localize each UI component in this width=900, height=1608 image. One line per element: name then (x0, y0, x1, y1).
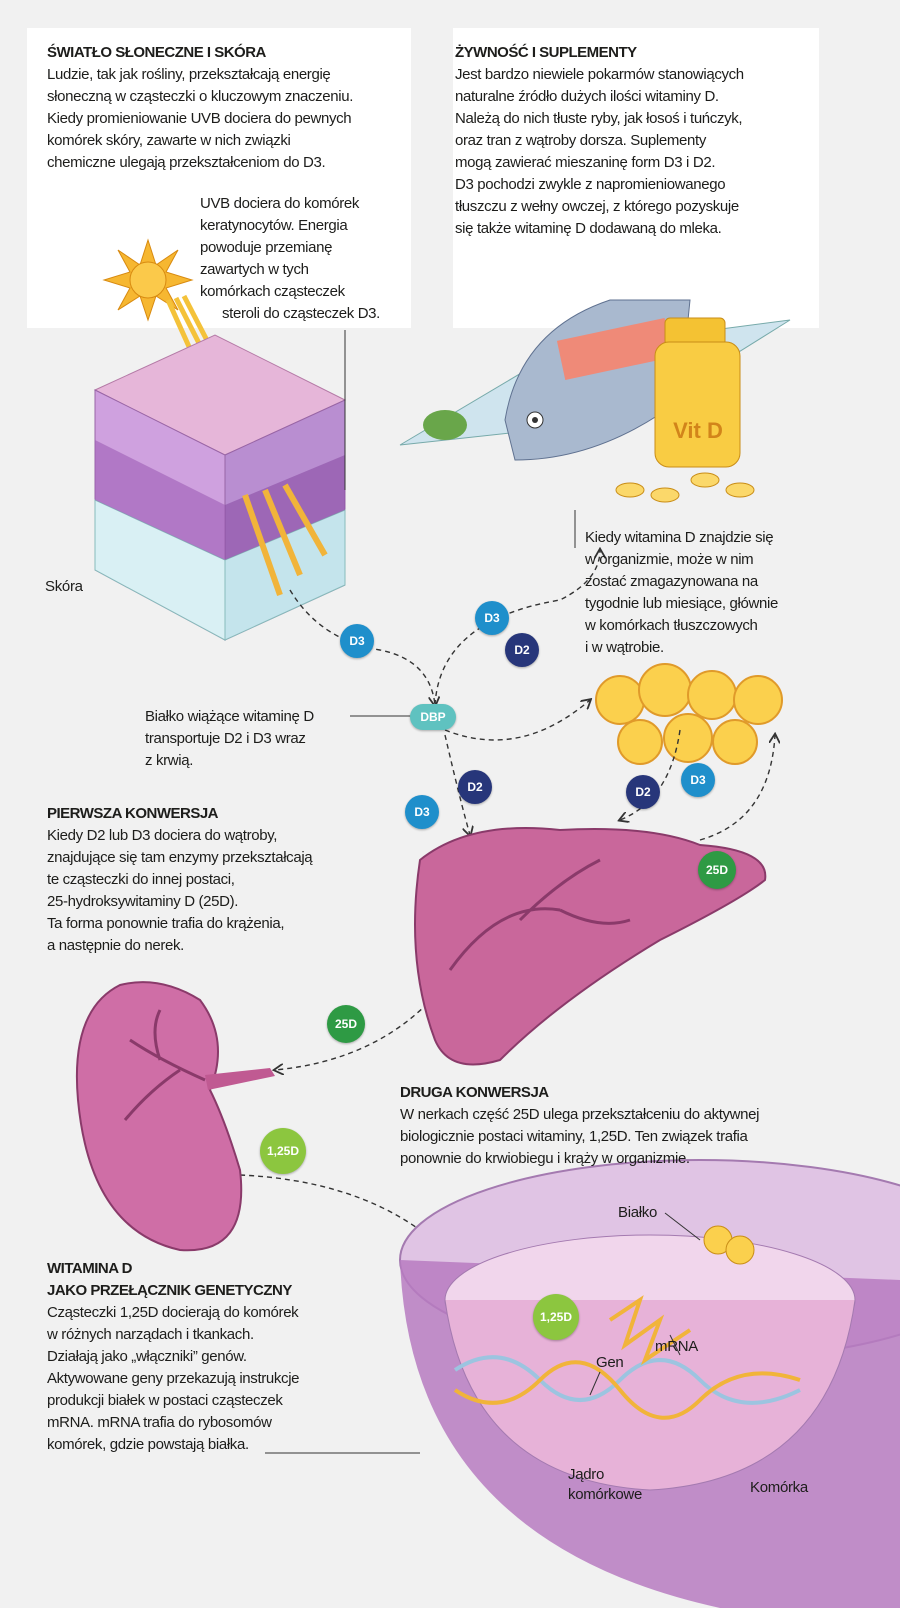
text-line: W nerkach część 25D ulega przekształceni… (400, 1106, 760, 1123)
text-line: Aktywowane geny przekazują instrukcje (47, 1370, 300, 1387)
nucleus-label-line: Jądro (568, 1466, 605, 1483)
d2-badge: D2 (626, 775, 660, 809)
liver (414, 827, 767, 1066)
text-line: a następnie do nerek. (47, 937, 184, 954)
text-line: ponownie do krwiobiegu i krąży w organiz… (400, 1150, 690, 1167)
text-line: Ta forma ponownie trafia do krążenia, (47, 915, 285, 932)
second-conversion-text: DRUGA KONWERSJA W nerkach część 25D uleg… (400, 1082, 759, 1170)
125d-badge: 1,25D (533, 1294, 579, 1340)
text-line: Kiedy D2 lub D3 dociera do wątroby, (47, 827, 278, 844)
text-line: produkcji białek w postaci cząsteczek (47, 1392, 283, 1409)
text-line: Należą do nich tłuste ryby, jak łosoś i … (455, 110, 743, 127)
text-line: tłuszczu z wełny owczej, z którego pozys… (455, 198, 739, 215)
text-line: oraz tran z wątroby dorsza. Suplementy (455, 132, 706, 149)
protein-icon (703, 1225, 755, 1265)
text-line: w różnych narządach i tkankach. (47, 1326, 254, 1343)
text-line: keratynocytów. Energia (200, 217, 348, 234)
text-line: UVB dociera do komórek (200, 195, 360, 212)
text-line: słoneczną w cząsteczki o kluczowym znacz… (47, 88, 354, 105)
text-line: mogą zawierać mieszaninę form D3 i D2. (455, 154, 716, 171)
text-line: tygodnie lub miesiące, głównie (585, 595, 778, 612)
genetic-switch-title-1: WITAMINA D (47, 1260, 132, 1277)
storage-text: Kiedy witamina D znajdzie się w organizm… (585, 527, 778, 659)
genetic-switch-text: WITAMINA D JAKO PRZEŁĄCZNIK GENETYCZNY C… (47, 1258, 300, 1456)
sun-skin-panel (27, 28, 411, 328)
uvb-annotation: UVB dociera do komórek keratynocytów. En… (200, 193, 380, 325)
text-line: w komórkach tłuszczowych (585, 617, 758, 634)
d2-badge: D2 (458, 770, 492, 804)
text-line: zawartych w tych (200, 261, 309, 278)
protein-label: Białko (618, 1204, 658, 1221)
dbp-text: Białko wiążące witaminę D transportuje D… (145, 706, 314, 772)
text-line: Białko wiążące witaminę D (145, 708, 314, 725)
text-line: steroli do cząsteczek D3. (222, 305, 380, 322)
text-line: chemiczne ulegają przekształceniom do D3… (47, 154, 326, 171)
skin-block (93, 334, 347, 641)
text-line: w organizmie, może w nim (585, 551, 754, 568)
text-line: powoduje przemianę (200, 239, 333, 256)
d3-badge: D3 (475, 601, 509, 635)
skin-label: Skóra (45, 578, 83, 595)
vitamin-d-bottle (615, 317, 755, 503)
dbp-badge: DBP (410, 704, 456, 730)
text-line: D3 pochodzi zwykle z napromieniowanego (455, 176, 726, 193)
genetic-switch-title-2: JAKO PRZEŁĄCZNIK GENETYCZNY (47, 1282, 292, 1299)
text-line: Ludzie, tak jak rośliny, przekształcają … (47, 66, 331, 83)
text-line: komórkach cząsteczek (200, 283, 345, 300)
text-line: Działają jako „włączniki” genów. (47, 1348, 247, 1365)
food-title: ŻYWNOŚĆ I SUPLEMENTY (455, 44, 637, 61)
text-line: naturalne źródło dużych ilości witaminy … (455, 88, 719, 105)
sun-skin-title: ŚWIATŁO SŁONECZNE I SKÓRA (47, 44, 266, 61)
text-line: te cząsteczki do innej postaci, (47, 871, 235, 888)
text-line: i w wątrobie. (585, 639, 664, 656)
first-conversion-text: PIERWSZA KONWERSJA Kiedy D2 lub D3 docie… (47, 803, 313, 957)
d2-badge: D2 (505, 633, 539, 667)
food-text: ŻYWNOŚĆ I SUPLEMENTY Jest bardzo niewiel… (455, 42, 744, 240)
nucleus-label: Jądro komórkowe (568, 1465, 642, 1505)
text-line: Kiedy witamina D znajdzie się (585, 529, 774, 546)
d3-badge: D3 (340, 624, 374, 658)
25d-badge: 25D (698, 851, 736, 889)
text-line: się także witaminę D dodawaną do mleka. (455, 220, 722, 237)
food-panel (453, 28, 819, 328)
text-line: Jest bardzo niewiele pokarmów stanowiący… (455, 66, 744, 83)
dna-strands (453, 1295, 801, 1420)
fat-cells (595, 663, 783, 765)
bottle-label: Vit D (673, 418, 723, 443)
125d-badge: 1,25D (260, 1128, 306, 1174)
cell (399, 1159, 900, 1608)
kidney (75, 981, 275, 1252)
text-line: z krwią. (145, 752, 194, 769)
25d-badge: 25D (327, 1005, 365, 1043)
cell-label: Komórka (750, 1479, 808, 1496)
uvb-arrows (242, 483, 328, 596)
mrna-label: mRNA (655, 1338, 698, 1355)
d3-badge: D3 (681, 763, 715, 797)
first-conversion-title: PIERWSZA KONWERSJA (47, 805, 219, 822)
text-line: transportuje D2 i D3 wraz (145, 730, 306, 747)
second-conversion-title: DRUGA KONWERSJA (400, 1084, 549, 1101)
text-line: Kiedy promieniowanie UVB dociera do pewn… (47, 110, 352, 127)
gene-label: Gen (596, 1354, 624, 1371)
text-line: 25-hydroksywitaminy D (25D). (47, 893, 239, 910)
text-line: komórek, gdzie powstają białka. (47, 1436, 249, 1453)
text-line: zostać zmagazynowana na (585, 573, 758, 590)
text-line: znajdujące się tam enzymy przekształcają (47, 849, 313, 866)
text-line: komórek skóry, zawarte w nich związki (47, 132, 291, 149)
text-line: Cząsteczki 1,25D docierają do komórek (47, 1304, 299, 1321)
text-line: biologicznie postaci witaminy, 1,25D. Te… (400, 1128, 748, 1145)
nucleus-label-line: komórkowe (568, 1486, 642, 1503)
sun-skin-text: ŚWIATŁO SŁONECZNE I SKÓRA Ludzie, tak ja… (47, 42, 353, 174)
d3-badge: D3 (405, 795, 439, 829)
text-line: mRNA. mRNA trafia do rybosomów (47, 1414, 272, 1431)
